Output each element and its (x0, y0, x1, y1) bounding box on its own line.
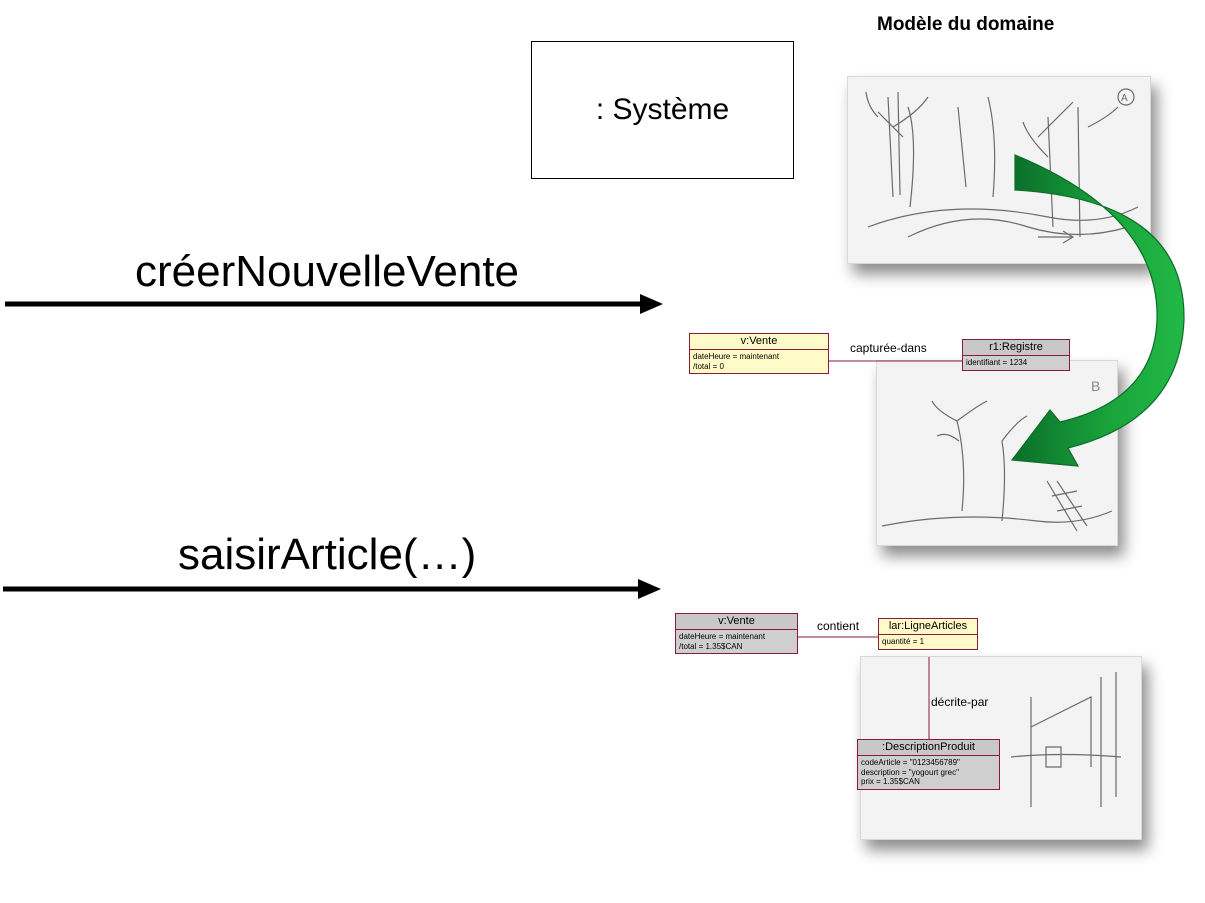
message-arrow-1-head (640, 294, 663, 314)
domain-model-title: Modèle du domaine (877, 14, 1055, 35)
sketch-a-drawing: A (865, 88, 1139, 244)
uml-object-title: v:Vente (690, 334, 828, 351)
uml-attr: identifiant = 1234 (966, 358, 1028, 368)
uml-attr: /total = 0 (693, 361, 724, 371)
uml-object-registre: r1:Registre identifiant = 1234 (962, 339, 1070, 371)
message-arrow-2-head (638, 579, 661, 599)
uml-attr: quantité = 1 (882, 637, 925, 647)
uml-object-title: r1:Registre (963, 340, 1069, 357)
sketch-c-drawing (1010, 672, 1122, 807)
uml-attr: /total = 1.35$CAN (679, 641, 743, 651)
uml-object-ligne-articles: lar:LigneArticles quantité = 1 (878, 618, 978, 650)
uml-attr: description = "yogourt grec" (861, 767, 959, 777)
uml-object-title: lar:LigneArticles (879, 619, 977, 636)
system-box: : Système (531, 41, 794, 179)
message-label-creer-nouvelle-vente: créerNouvelleVente (135, 247, 520, 296)
uml-object-title: :DescriptionProduit (858, 740, 999, 757)
message-label-saisir-article: saisirArticle(…) (178, 530, 477, 579)
uml-object-description-produit: :DescriptionProduit codeArticle = "01234… (857, 739, 1000, 790)
uml-attr: codeArticle = "0123456789" (861, 758, 960, 768)
assoc-label-contient: contient (817, 619, 860, 633)
sketch-a-label: A (1121, 93, 1128, 104)
uml-object-vente-1: v:Vente dateHeure = maintenant /total = … (689, 333, 829, 375)
uml-attr: dateHeure = maintenant (679, 632, 766, 642)
sketch-b-drawing: B (881, 378, 1113, 532)
assoc-label-decrite-par: décrite-par (931, 695, 989, 709)
uml-attr: prix = 1.35$CAN (861, 777, 920, 787)
sketch-b: B (876, 360, 1118, 546)
uml-object-vente-2: v:Vente dateHeure = maintenant /total = … (675, 613, 798, 655)
uml-attr: dateHeure = maintenant (693, 352, 780, 362)
sketch-b-label: B (1091, 378, 1100, 394)
sketch-a: A (847, 76, 1151, 264)
uml-object-title: v:Vente (676, 614, 797, 631)
system-label: : Système (595, 93, 730, 126)
assoc-label-capturee-dans: capturée-dans (850, 341, 927, 355)
